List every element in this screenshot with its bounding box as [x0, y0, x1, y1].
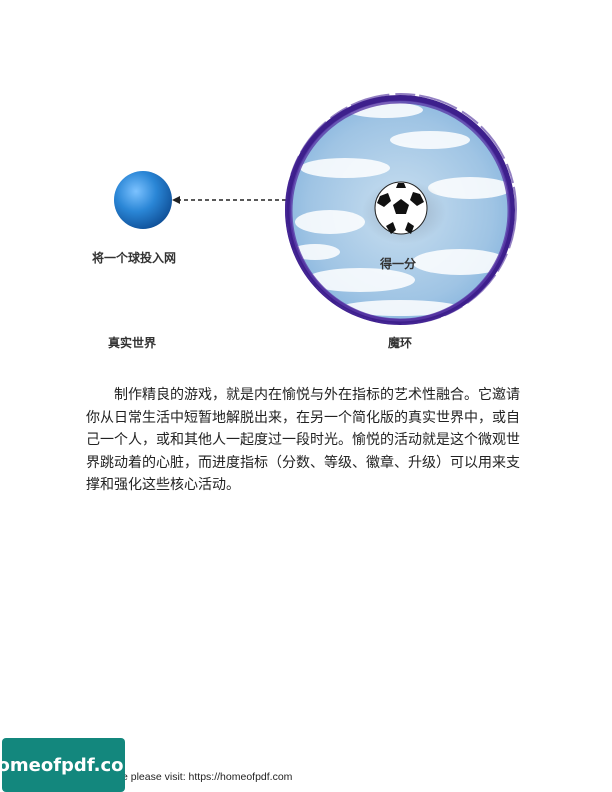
- real-world-label: 真实世界: [108, 336, 157, 350]
- footer-note[interactable]: e please visit: https://homeofpdf.com: [122, 771, 293, 783]
- paragraph-line: 己一个人，或和其他人一起度过一段时光。愉悦的活动就是这个微观世: [86, 432, 520, 448]
- site-badge[interactable]: homeofpdf.com: [0, 738, 142, 792]
- left-caption: 将一个球投入网: [92, 251, 177, 265]
- blue-ball: [114, 171, 172, 229]
- center-caption: 得一分: [380, 257, 417, 271]
- paragraph-line: 撑和强化这些核心活动。: [86, 477, 240, 493]
- paragraph-line: 你从日常生活中短暂地解脱出来，在另一个简化版的真实世界中，或自: [86, 409, 520, 426]
- soccer-ball: [374, 181, 428, 235]
- paragraph-line: 界跳动着的心脏，而进度指标（分数、等级、徽章、升级）可以用来支: [86, 454, 520, 471]
- magic-circle-diagram: [114, 93, 517, 325]
- magic-circle-label: 魔环: [388, 336, 413, 350]
- paragraph-line: 制作精良的游戏，就是内在愉悦与外在指标的艺术性融合。它邀请: [114, 387, 520, 403]
- dashed-arrow: [172, 196, 286, 204]
- body-paragraph: 制作精良的游戏，就是内在愉悦与外在指标的艺术性融合。它邀请 你从日常生活中短暂地…: [86, 384, 538, 497]
